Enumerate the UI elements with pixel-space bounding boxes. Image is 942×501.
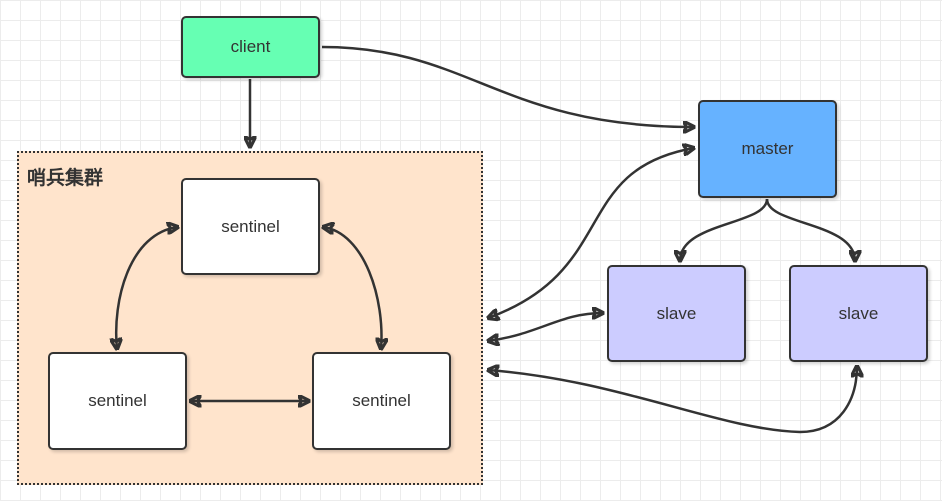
edge-master-slave1 [680, 198, 769, 261]
sentinel-label-top: sentinel [221, 216, 280, 236]
slave-node-2: slave [789, 265, 928, 362]
edge-sentinels-slave2 [488, 366, 857, 434]
edge-sentinels-slave1 [488, 313, 603, 341]
client-label: client [230, 37, 271, 56]
sentinel-node-top: sentinel [181, 178, 320, 275]
sentinel-label-left: sentinel [88, 391, 147, 410]
edge-sentinel-top-right [323, 227, 382, 349]
slave-label-1: slave [656, 303, 697, 323]
client-node: client [181, 16, 320, 78]
sentinel-cluster-label: 哨兵集群 [27, 167, 104, 189]
master-label: master [741, 139, 794, 158]
edge-sentinel-top-left [116, 227, 178, 349]
slave-label-2: slave [838, 303, 879, 323]
edge-master-slave2 [765, 198, 855, 261]
slave-node-1: slave [607, 265, 746, 362]
master-node: master [698, 100, 837, 198]
edge-client-to-master [321, 45, 694, 127]
sentinel-label-right: sentinel [352, 391, 411, 410]
edge-sentinels-master [488, 148, 694, 318]
sentinel-node-left: sentinel [48, 352, 187, 450]
sentinel-node-right: sentinel [312, 352, 451, 450]
